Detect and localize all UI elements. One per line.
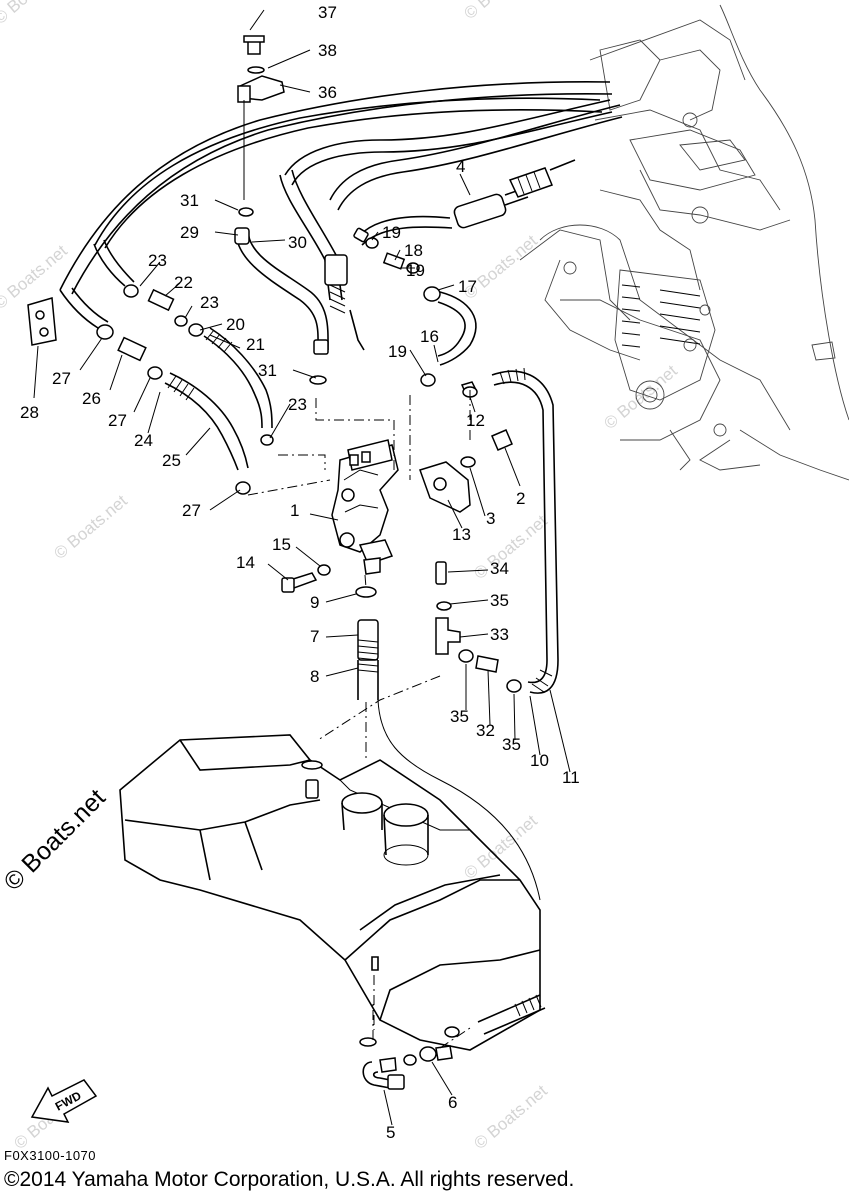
callout-14: 14 bbox=[236, 553, 255, 572]
callout-26: 26 bbox=[82, 389, 101, 408]
callout-4: 4 bbox=[456, 157, 465, 176]
callout-3: 3 bbox=[486, 509, 495, 528]
callout-31: 31 bbox=[258, 361, 277, 380]
diagram-code: F0X3100-1070 bbox=[4, 1148, 97, 1163]
callout-27: 27 bbox=[108, 411, 127, 430]
callout-19: 19 bbox=[388, 342, 407, 361]
watermark: © Boats.net bbox=[470, 1081, 551, 1153]
callout-11: 11 bbox=[562, 768, 580, 787]
callout-23: 23 bbox=[200, 293, 219, 312]
callout-5: 5 bbox=[386, 1123, 395, 1142]
callout-23: 23 bbox=[148, 251, 167, 270]
callout-35: 35 bbox=[450, 707, 469, 726]
bracket-36 bbox=[237, 35, 285, 200]
callout-17: 17 bbox=[458, 277, 477, 296]
callout-27: 27 bbox=[52, 369, 71, 388]
callout-36: 36 bbox=[318, 83, 337, 102]
drain-6 bbox=[403, 1045, 453, 1066]
watermark: © Boats.net bbox=[460, 811, 541, 883]
hose-10-11 bbox=[491, 367, 559, 694]
gasket-13 bbox=[419, 461, 471, 513]
watermark: © Boats.net bbox=[0, 0, 71, 28]
bolt-14 bbox=[281, 564, 331, 593]
callout-30: 30 bbox=[288, 233, 307, 252]
hose-7-8 bbox=[355, 586, 379, 700]
callout-32: 32 bbox=[476, 721, 495, 740]
callout-18: 18 bbox=[404, 241, 423, 260]
oil-tank bbox=[119, 734, 541, 1051]
callout-31: 31 bbox=[180, 191, 199, 210]
callout-22: 22 bbox=[174, 273, 193, 292]
callout-33: 33 bbox=[490, 625, 509, 644]
watermark-main: © Boats.net bbox=[0, 784, 111, 896]
callout-1: 1 bbox=[290, 501, 299, 520]
cable-4 bbox=[359, 159, 576, 246]
callout-37: 37 bbox=[318, 3, 337, 22]
watermark: © Boats.net bbox=[470, 511, 551, 583]
callout-21: 21 bbox=[246, 335, 265, 354]
copyright-notice: ©2014 Yamaha Motor Corporation, U.S.A. A… bbox=[4, 1168, 575, 1191]
part-3 bbox=[460, 456, 476, 468]
watermark: © Boats.net bbox=[460, 0, 541, 23]
callout-23: 23 bbox=[288, 395, 307, 414]
watermark: © Boats.net bbox=[600, 361, 681, 433]
watermarks: © Boats.net © Boats.net © Boats.net © Bo… bbox=[0, 0, 681, 1153]
engine-block bbox=[519, 4, 849, 481]
callout-20: 20 bbox=[226, 315, 245, 334]
callout-16: 16 bbox=[420, 327, 439, 346]
watermark: © Boats.net bbox=[50, 491, 131, 563]
fittings-18-19 bbox=[279, 169, 478, 395]
callout-7: 7 bbox=[310, 627, 319, 646]
hoses-20-27 bbox=[59, 239, 274, 495]
callout-27: 27 bbox=[182, 501, 201, 520]
clip-28 bbox=[27, 297, 57, 346]
part-2 bbox=[491, 429, 513, 451]
callout-10: 10 bbox=[530, 751, 549, 770]
callout-34: 34 bbox=[490, 559, 509, 578]
long-hoses bbox=[59, 81, 623, 295]
callout-38: 38 bbox=[318, 41, 337, 60]
callout-9: 9 bbox=[310, 593, 319, 612]
callouts: 37 38 36 4 31 29 30 19 18 19 17 23 22 23… bbox=[20, 3, 580, 1142]
fwd-arrow-icon: FWD bbox=[30, 1079, 98, 1123]
callout-19: 19 bbox=[406, 261, 425, 280]
oil-pump-1 bbox=[331, 439, 399, 575]
callout-29: 29 bbox=[180, 223, 199, 242]
callout-25: 25 bbox=[162, 451, 181, 470]
callout-12: 12 bbox=[466, 411, 485, 430]
breather-hose bbox=[444, 994, 546, 1038]
callout-15: 15 bbox=[272, 535, 291, 554]
joint-33 bbox=[435, 561, 522, 693]
cooling-fins bbox=[621, 284, 701, 348]
callout-35: 35 bbox=[490, 591, 509, 610]
callout-35: 35 bbox=[502, 735, 521, 754]
callout-28: 28 bbox=[20, 403, 39, 422]
callout-13: 13 bbox=[452, 525, 471, 544]
callout-6: 6 bbox=[448, 1093, 457, 1112]
callout-24: 24 bbox=[134, 431, 153, 450]
callout-8: 8 bbox=[310, 667, 319, 686]
callout-2: 2 bbox=[516, 489, 525, 508]
elbow-5 bbox=[359, 1037, 405, 1090]
callout-19: 19 bbox=[382, 223, 401, 242]
leader-lines bbox=[33, 9, 571, 1126]
hose-30 bbox=[234, 207, 329, 385]
